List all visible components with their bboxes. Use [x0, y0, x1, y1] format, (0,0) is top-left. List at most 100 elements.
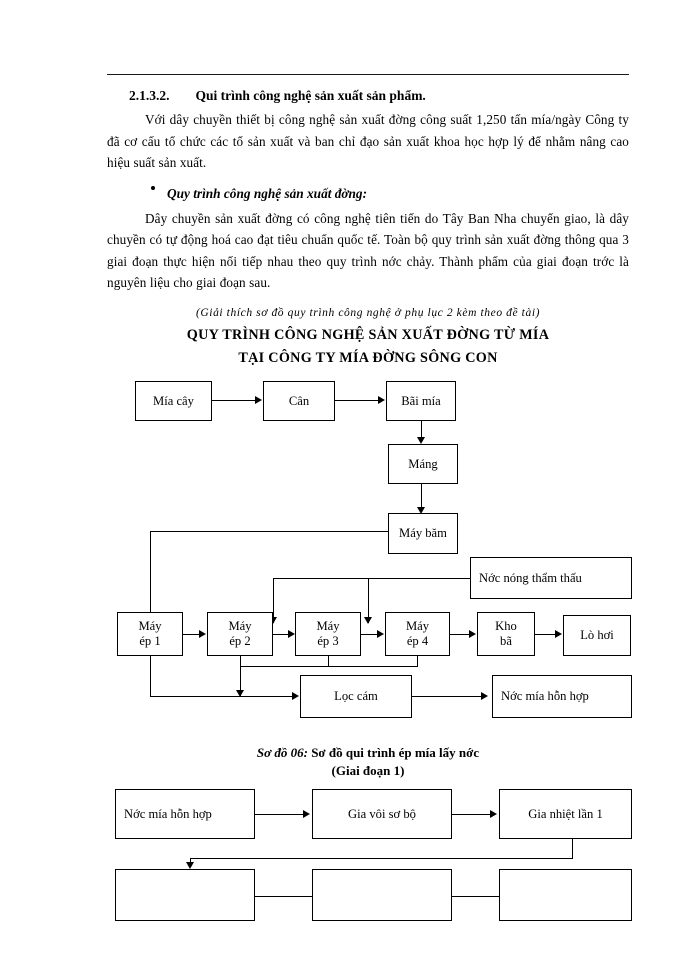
diagram1-box-bai-mia: Bãi mía: [386, 381, 456, 421]
diagram2-box-empty-3: [499, 869, 632, 921]
diagram1-box-mang-label: Máng: [408, 456, 438, 471]
arrow-loc-cam-to-nuoc-mia-icon: [481, 692, 488, 700]
connector-ep1-juice-down: [150, 656, 151, 697]
connector-mia-cay-to-can: [212, 400, 256, 401]
diagram1-box-mia-cay: Mía cây: [135, 381, 212, 421]
arrow-nuoc-mia-to-gia-voi-icon: [303, 810, 310, 818]
diagram1-box-may-ep-1: Máy ép 1: [117, 612, 183, 656]
diagram1-box-bai-mia-label: Bãi mía: [401, 393, 441, 408]
connector-can-to-bai-mia: [335, 400, 379, 401]
arrow-ep1-to-ep2-icon: [199, 630, 206, 638]
diagram1-box-lo-hoi-label: Lò hơi: [580, 628, 614, 642]
connector-left-down-to-may-ep-1: [150, 531, 151, 623]
diagram1-box-may-bam: Máy băm: [388, 513, 458, 554]
arrow-gia-voi-to-gia-nhiet-icon: [490, 810, 497, 818]
diagram1-box-may-ep-2: Máy ép 2: [207, 612, 273, 656]
connector-ep1-juice-to-loc-cam: [150, 696, 293, 697]
arrow-kho-ba-to-lo-hoi-icon: [555, 630, 562, 638]
diagram1-box-kho-ba-label-a: Kho: [495, 619, 517, 633]
connector-gia-nhiet-to-left: [190, 858, 573, 859]
diagram1-caption-line-1: Sơ đồ 06: Sơ đồ qui trình ép mía lấy nớc: [107, 744, 629, 762]
diagram1-box-may-ep-2-label-a: Máy: [228, 619, 252, 633]
section-number: 2.1.3.2.: [129, 88, 170, 103]
diagram2-box-nuoc-mia-label: Nớc mía hỗn hợp: [124, 806, 212, 821]
bullet-heading: Quy trình công nghệ sản xuất đờng:: [107, 184, 629, 204]
arrow-bai-mia-to-mang-icon: [417, 437, 425, 444]
connector-ep3-juice-down: [328, 656, 329, 667]
diagram1-caption-line-2: (Giai đoạn 1): [331, 763, 405, 778]
diagram1-box-kho-ba: Kho bã: [477, 612, 535, 656]
connector-gia-voi-to-gia-nhiet: [452, 814, 492, 815]
header-rule: [107, 74, 629, 75]
paragraph-2: Dây chuyền sản xuất đờng có công nghệ ti…: [107, 210, 629, 291]
connector-ep1-to-ep2: [183, 634, 201, 635]
connector-nuoc-mia-to-gia-voi: [255, 814, 305, 815]
diagram1-box-kho-ba-label-b: bã: [500, 634, 512, 648]
diagram1-box-loc-cam: Lọc cám: [300, 675, 412, 718]
arrow-nuoc-nong-into-ep4-icon: [364, 617, 372, 624]
diagram1-box-may-ep-2-label-b: ép 2: [229, 634, 251, 648]
diagram1-box-nuoc-nong-tham-thau: Nớc nóng thẩm thấu: [470, 557, 632, 599]
chart-title-line-1: QUY TRÌNH CÔNG NGHỆ SẢN XUẤT ĐỜNG TỪ MÍA: [186, 326, 550, 343]
diagram1-box-may-ep-3: Máy ép 3: [295, 612, 361, 656]
section-heading: 2.1.3.2. Qui trình công nghệ sản xuất sản…: [107, 86, 629, 105]
diagram1-box-mang: Máng: [388, 444, 458, 484]
text-column: 2.1.3.2. Qui trình công nghệ sản xuất sản…: [107, 86, 629, 369]
connector-gia-nhiet-down: [572, 839, 573, 859]
connector-ep4-juice-down: [417, 656, 418, 667]
arrow-juice-manifold-down-icon: [236, 690, 244, 697]
diagram2-box-nuoc-mia-hon-hop: Nớc mía hỗn hợp: [115, 789, 255, 839]
connector-manifold-down-right: [368, 578, 369, 623]
arrow-ep4-to-kho-ba-icon: [469, 630, 476, 638]
arrow-into-loc-cam-icon: [292, 692, 299, 700]
paragraph-1: Với dây chuyền thiết bị công nghệ sản xu…: [107, 112, 629, 170]
connector-ep4-to-kho-ba: [450, 634, 471, 635]
connector-ep2-juice-down: [240, 656, 241, 697]
connector-bottom-1-to-2: [255, 896, 312, 897]
diagram2-box-gia-voi-label: Gia vôi sơ bộ: [348, 806, 416, 821]
diagram1-caption-text: Sơ đồ qui trình ép mía lấy nớc: [307, 745, 480, 760]
section-title: Qui trình công nghệ sản xuất sản phẩm.: [195, 88, 426, 103]
diagram1-box-may-ep-3-label-b: ép 3: [317, 634, 339, 648]
diagram1-box-can: Cân: [263, 381, 335, 421]
arrow-nuoc-nong-into-ep3-icon: [269, 617, 277, 624]
connector-loc-cam-to-nuoc-mia: [412, 696, 482, 697]
connector-bottom-2-to-3: [452, 896, 499, 897]
connector-ep2-to-ep3: [273, 634, 291, 635]
connector-mang-to-may-bam: [421, 484, 422, 510]
connector-may-bam-to-left: [150, 531, 388, 532]
connector-juice-manifold: [240, 666, 418, 667]
arrow-mia-cay-to-can-icon: [255, 396, 262, 404]
diagram1-caption-prefix: Sơ đồ 06:: [256, 745, 308, 760]
arrow-into-bottom-box-1-icon: [186, 862, 194, 869]
arrow-mang-to-may-bam-icon: [417, 507, 425, 514]
arrow-ep2-to-ep3-icon: [288, 630, 295, 638]
arrow-ep3-to-ep4-icon: [377, 630, 384, 638]
diagram1-box-may-bam-label: Máy băm: [399, 526, 447, 540]
appendix-note: (Giải thích sơ đồ quy trình công nghệ ở …: [195, 306, 541, 319]
diagram1-box-nuoc-mia-label: Nớc mía hỗn hợp: [501, 689, 589, 703]
connector-bai-mia-to-mang: [421, 421, 422, 439]
diagram2-box-gia-voi-so-bo: Gia vôi sơ bộ: [312, 789, 452, 839]
diagram1-box-may-ep-4-label-a: Máy: [405, 619, 430, 633]
diagram1-box-may-ep-4-label-b: ép 4: [406, 634, 429, 648]
diagram2-box-empty-2: [312, 869, 452, 921]
diagram1-box-may-ep-4: Máy ép 4: [385, 612, 450, 656]
connector-nuoc-nong-to-manifold: [273, 578, 470, 579]
diagram1-box-mia-cay-label: Mía cây: [153, 393, 194, 408]
diagram1-box-can-label: Cân: [288, 393, 310, 408]
chart-title-line-2: TẠI CÔNG TY MÍA ĐỜNG SÔNG CON: [238, 349, 498, 366]
connector-ep3-to-ep4: [361, 634, 379, 635]
connector-manifold-down-left: [273, 578, 274, 623]
diagram1-box-may-ep-1-label-a: Máy: [138, 619, 162, 633]
bullet-dot-icon: [151, 185, 155, 190]
diagram1-box-nuoc-nong-label: Nớc nóng thẩm thấu: [479, 570, 582, 585]
arrow-can-to-bai-mia-icon: [378, 396, 385, 404]
diagram2-box-gia-nhiet-label: Gia nhiệt lần 1: [528, 806, 603, 821]
diagram1-box-nuoc-mia-hon-hop: Nớc mía hỗn hợp: [492, 675, 632, 718]
bullet-heading-label: Quy trình công nghệ sản xuất đờng:: [167, 185, 367, 201]
diagram1-box-may-ep-1-label-b: ép 1: [139, 634, 161, 648]
connector-kho-ba-to-lo-hoi: [535, 634, 557, 635]
diagram1-box-lo-hoi: Lò hơi: [563, 615, 631, 656]
